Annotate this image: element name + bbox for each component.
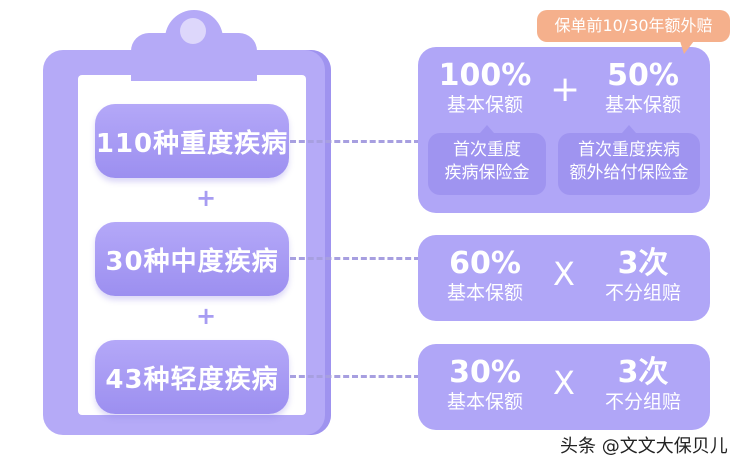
- sub-line: 首次重度疾病: [578, 140, 680, 160]
- sub-line: 额外给付保险金: [569, 163, 689, 183]
- moderate-pct: 60%: [449, 246, 521, 281]
- connector-mild: [290, 375, 420, 378]
- mild-times-label: 不分组赔: [604, 391, 681, 413]
- mild-label: 基本保额: [446, 391, 523, 413]
- moderate-left-col: 60% 基本保额: [430, 247, 540, 305]
- clip-hole-icon: [180, 18, 206, 44]
- card-major: 100% 基本保额 + 50% 基本保额 首次重度 疾病保险金 首次重度疾病 额…: [418, 47, 710, 213]
- plus-icon: +: [196, 302, 217, 330]
- mild-times: 3次: [617, 355, 669, 390]
- card-moderate: 60% 基本保额 X 3次 不分组赔: [418, 235, 710, 321]
- mild-left-col: 30% 基本保额: [430, 356, 540, 414]
- sub-line: 首次重度: [453, 140, 521, 160]
- card-mild: 30% 基本保额 X 3次 不分组赔: [418, 344, 710, 430]
- moderate-times: 3次: [617, 246, 669, 281]
- major-right-pct: 50%: [607, 58, 679, 93]
- major-right-sub: 首次重度疾病 额外给付保险金: [558, 125, 700, 195]
- major-right-col: 50% 基本保额: [588, 59, 698, 117]
- moderate-right-col: 3次 不分组赔: [588, 247, 698, 305]
- sub-line: 疾病保险金: [444, 163, 530, 183]
- multiply-icon: X: [553, 364, 575, 402]
- connector-major: [290, 140, 420, 143]
- multiply-icon: X: [553, 255, 575, 293]
- extra-payout-tag: 保单前10/30年额外赔: [537, 10, 730, 54]
- moderate-label: 基本保额: [446, 282, 523, 304]
- connector-moderate: [290, 257, 420, 260]
- plus-operator-icon: +: [550, 69, 581, 110]
- major-right-label: 基本保额: [604, 94, 681, 116]
- disease-moderate: 30种中度疾病: [95, 222, 289, 296]
- major-left-label: 基本保额: [446, 94, 523, 116]
- mild-pct: 30%: [449, 355, 521, 390]
- moderate-times-label: 不分组赔: [604, 282, 681, 304]
- mild-right-col: 3次 不分组赔: [588, 356, 698, 414]
- major-left-col: 100% 基本保额: [430, 59, 540, 117]
- major-left-pct: 100%: [438, 58, 532, 93]
- disease-major: 110种重度疾病: [95, 104, 289, 178]
- plus-icon: +: [196, 184, 217, 212]
- disease-mild: 43种轻度疾病: [95, 340, 289, 414]
- watermark: 头条 @文文大保贝儿: [560, 436, 728, 457]
- major-left-sub: 首次重度 疾病保险金: [428, 125, 546, 195]
